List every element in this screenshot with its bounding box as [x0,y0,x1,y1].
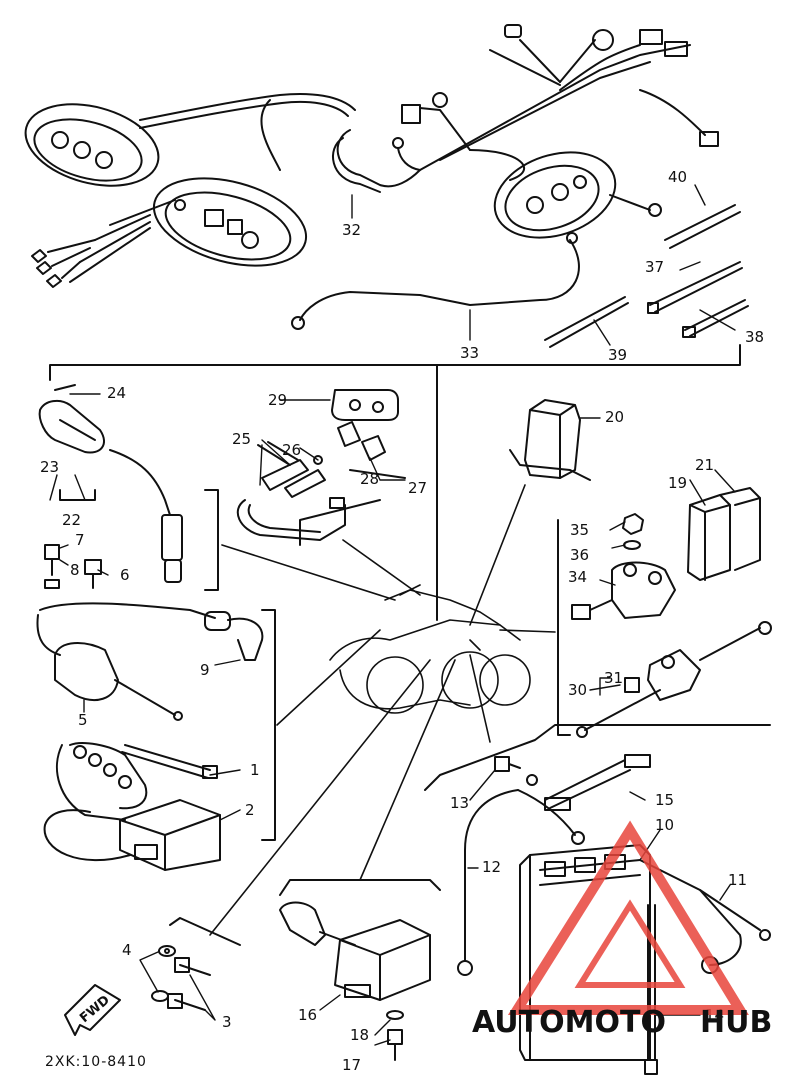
part-label-21: 21 [695,456,714,474]
part-label-28: 28 [360,470,379,488]
part-label-33: 33 [460,344,479,362]
part-label-34: 34 [568,568,587,586]
part-label-9: 9 [200,661,210,679]
part-label-24: 24 [107,384,126,402]
watermark-triangle-icon [507,820,749,1015]
part-label-20: 20 [605,408,624,426]
part-label-35: 35 [570,521,589,539]
part-label-37: 37 [645,258,664,276]
part-label-1: 1 [250,761,260,779]
part-label-32: 32 [342,221,361,239]
relay-group [509,399,772,738]
switch-group [236,389,406,546]
part-label-23: 23 [40,458,59,476]
part-label-7: 7 [75,531,85,549]
part-label-15: 15 [655,791,674,809]
part-label-27: 27 [408,479,427,497]
part-label-26: 26 [282,441,301,459]
part-label-30: 30 [568,681,587,699]
part-label-11: 11 [728,871,747,889]
part-label-38: 38 [745,328,764,346]
part-label-8: 8 [70,561,80,579]
part-label-40: 40 [668,168,687,186]
part-label-19: 19 [668,474,687,492]
part-number-labels: 1 2 3 4 5 6 7 8 9 10 11 12 13 14 15 16 1… [40,168,764,1074]
part-label-3: 3 [222,1013,232,1031]
part-label-13: 13 [450,794,469,812]
part-label-6: 6 [120,566,130,584]
part-label-36: 36 [570,546,589,564]
part-label-39: 39 [608,346,627,364]
drawing-code: 2XK:10-8410 [45,1054,147,1070]
watermark-text-secondary: HUB [700,1005,772,1040]
cable-band-group [544,204,749,348]
frame-center-group [209,484,556,936]
part-label-22: 22 [62,511,81,529]
meter-assembly-group [24,24,741,621]
part-label-2: 2 [245,801,255,819]
part-label-4: 4 [122,941,132,959]
part-label-17: 17 [342,1056,361,1074]
part-label-18: 18 [350,1026,369,1044]
part-label-12: 12 [482,858,501,876]
part-label-29: 29 [268,391,287,409]
watermark-text-primary: AUTOMOTO [472,1005,666,1040]
label-leaders [49,184,736,1046]
part-label-31: 31 [604,669,623,687]
ignition-group [36,384,276,871]
watermark-logo: AUTOMOTO HUB [472,820,772,1040]
part-label-5: 5 [78,711,88,729]
part-label-16: 16 [298,1006,317,1024]
part-label-10: 10 [655,816,674,834]
part-label-25: 25 [232,430,251,448]
